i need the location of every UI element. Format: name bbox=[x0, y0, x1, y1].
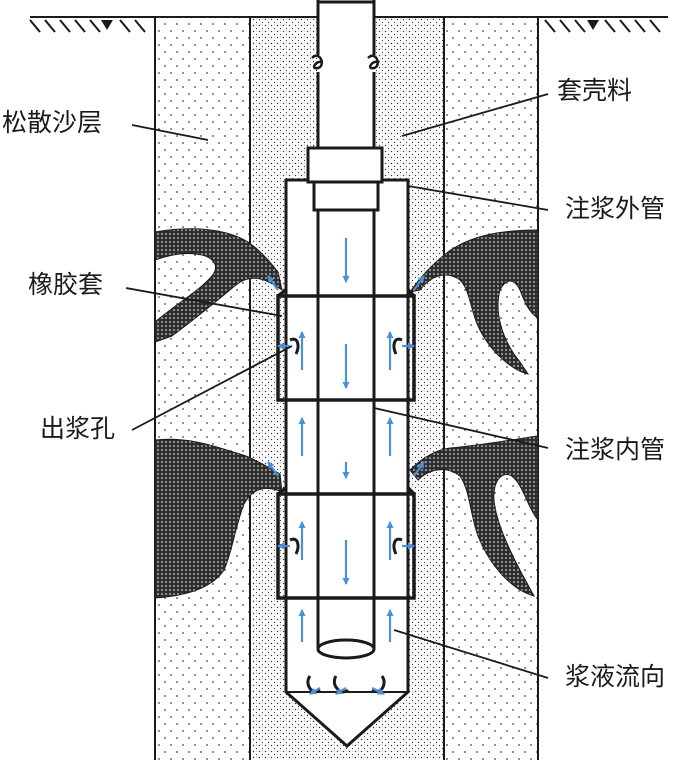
loose-sand-layer bbox=[154, 17, 539, 760]
grout-flow-arrows bbox=[267, 238, 425, 695]
label-outer-pipe: 注浆外管 bbox=[565, 194, 666, 223]
label-inner-pipe: 注浆内管 bbox=[565, 435, 666, 464]
grout-vein-lower-right bbox=[409, 435, 539, 597]
label-sleeve-material: 套壳料 bbox=[557, 76, 633, 105]
label-loose-sand: 松散沙层 bbox=[2, 108, 103, 137]
leader-lines bbox=[125, 93, 549, 679]
inner-grouting-pipe bbox=[316, 210, 376, 660]
grout-vein-upper-left bbox=[154, 228, 283, 343]
label-grout-flow: 浆液流向 bbox=[565, 662, 666, 691]
label-grout-hole: 出浆孔 bbox=[40, 414, 116, 443]
label-rubber-sleeve: 橡胶套 bbox=[28, 270, 104, 299]
grout-vein-lower-left bbox=[154, 438, 283, 599]
pipe-coupler bbox=[306, 146, 384, 212]
ground-symbols bbox=[101, 20, 599, 30]
grout-vein-upper-right bbox=[408, 229, 539, 375]
